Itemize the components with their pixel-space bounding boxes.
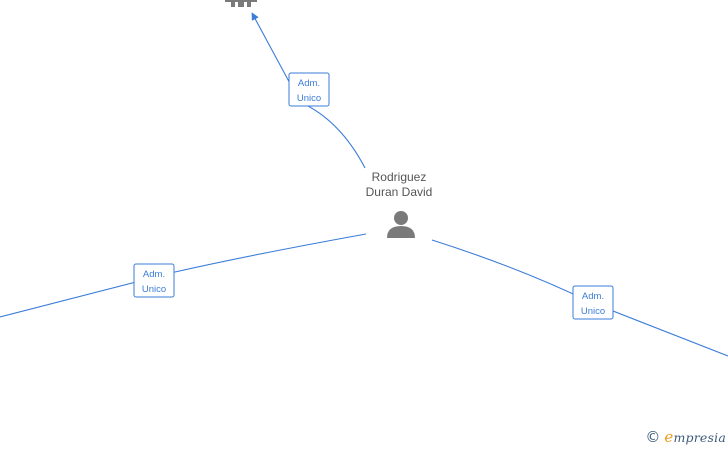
role-box-top[interactable]: Adm. Unico bbox=[288, 72, 330, 107]
brand-name: mpresia bbox=[673, 430, 726, 445]
copyright-icon: © bbox=[645, 427, 661, 446]
role-label-line2: Unico bbox=[581, 306, 605, 317]
empresia-watermark: © empresia bbox=[645, 428, 726, 446]
role-label-line1: Adm. bbox=[143, 269, 165, 280]
role-label-line1: Adm. bbox=[298, 78, 320, 89]
person-icon bbox=[387, 211, 415, 238]
role-box-right[interactable]: Adm. Unico bbox=[572, 285, 614, 320]
brand-initial: e bbox=[664, 428, 674, 446]
role-label-line1: Adm. bbox=[582, 291, 604, 302]
role-label-line2: Unico bbox=[142, 284, 166, 295]
company-building-icon[interactable] bbox=[225, 0, 257, 7]
brand-logo: empresia bbox=[664, 428, 726, 446]
role-label-line2: Unico bbox=[297, 93, 321, 104]
person-name-line2: Duran David bbox=[366, 185, 433, 199]
person-node[interactable]: Rodriguez Duran David bbox=[366, 170, 433, 238]
person-name-line1: Rodriguez bbox=[372, 170, 427, 184]
role-box-left[interactable]: Adm. Unico bbox=[133, 263, 175, 298]
edge-line-left bbox=[0, 233, 367, 318]
